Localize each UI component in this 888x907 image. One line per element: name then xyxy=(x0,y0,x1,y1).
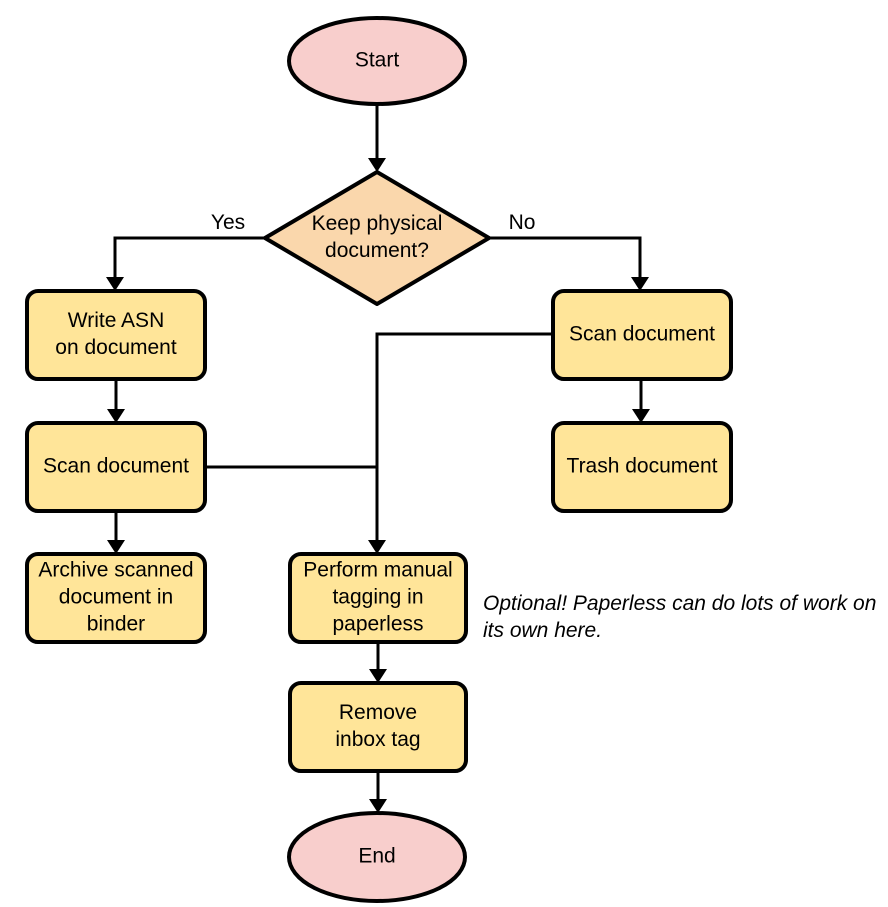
edge-scan-right-to-manual-tagging xyxy=(368,332,553,554)
annotations-layer: Optional! Paperless can do lots of work … xyxy=(483,592,876,642)
node-label-line: Scan document xyxy=(569,323,715,346)
edge-path xyxy=(490,236,642,284)
node-end[interactable]: End xyxy=(287,811,467,903)
edge-arrowhead xyxy=(107,540,125,554)
edge-scan-left-to-archive xyxy=(107,511,125,554)
node-label-line: paperless xyxy=(332,613,423,636)
edge-start-to-decision xyxy=(368,104,386,172)
edge-arrowhead xyxy=(368,540,386,554)
decision-diamond xyxy=(263,170,491,306)
edge-decision-yes-to-write-asn: Yes xyxy=(106,211,265,291)
node-start[interactable]: Start xyxy=(287,16,467,106)
edge-decision-no-to-scan-right: No xyxy=(490,211,649,291)
process-rect xyxy=(551,421,733,513)
edge-write-asn-to-scan-left xyxy=(107,379,125,423)
annotation-line: its own here. xyxy=(483,619,602,642)
edge-label-decision-no-to-scan-right: No xyxy=(509,211,536,234)
node-label-line: on document xyxy=(55,336,177,359)
edge-arrowhead xyxy=(369,799,387,813)
node-label-line: Trash document xyxy=(567,455,718,478)
annotation-optional-note: Optional! Paperless can do lots of work … xyxy=(483,592,876,642)
process-rect xyxy=(551,289,733,381)
edge-arrowhead xyxy=(369,669,387,683)
edge-arrowhead xyxy=(106,277,124,291)
edges-layer: Yes No xyxy=(106,104,650,813)
edge-remove-inbox-to-end xyxy=(369,771,387,813)
process-rect xyxy=(25,289,207,381)
node-label-line: Archive scanned xyxy=(38,559,193,582)
node-label-line: Write ASN xyxy=(68,309,164,332)
node-scan-document-right[interactable]: Scan document xyxy=(551,289,733,381)
node-label-line: document in xyxy=(59,586,173,609)
node-manual-tagging[interactable]: Perform manual tagging in paperless xyxy=(288,552,468,644)
node-remove-inbox-tag[interactable]: Remove inbox tag xyxy=(288,681,468,773)
node-label-line: Start xyxy=(355,49,400,72)
node-label-line: inbox tag xyxy=(335,728,420,751)
node-label-line: End xyxy=(358,845,395,868)
edge-path xyxy=(113,236,265,284)
node-label-line: binder xyxy=(87,613,145,636)
node-decision-keep-physical[interactable]: Keep physical document? xyxy=(263,170,491,306)
process-rect xyxy=(288,681,468,773)
edge-arrowhead xyxy=(632,409,650,423)
process-rect xyxy=(25,552,207,644)
node-label-line: Keep physical xyxy=(312,212,443,235)
edge-arrowhead xyxy=(368,158,386,172)
process-rect xyxy=(288,552,468,644)
node-label-line: Remove xyxy=(339,701,417,724)
node-label-line: tagging in xyxy=(332,586,423,609)
node-trash-document[interactable]: Trash document xyxy=(551,421,733,513)
edge-arrowhead xyxy=(631,277,649,291)
annotation-line: Optional! Paperless can do lots of work … xyxy=(483,592,876,615)
edge-arrowhead xyxy=(107,409,125,423)
process-rect xyxy=(25,421,207,513)
edge-path xyxy=(375,332,553,547)
node-label-line: Perform manual xyxy=(303,559,452,582)
node-label-line: document? xyxy=(325,239,429,262)
node-archive-binder[interactable]: Archive scanned document in binder xyxy=(25,552,207,644)
edge-scan-right-to-trash xyxy=(632,379,650,423)
node-scan-document-left[interactable]: Scan document xyxy=(25,421,207,513)
edge-manual-tagging-to-remove-inbox xyxy=(369,642,387,683)
node-write-asn[interactable]: Write ASN on document xyxy=(25,289,207,381)
terminator-ellipse xyxy=(287,811,467,903)
node-label-line: Scan document xyxy=(43,455,189,478)
terminator-ellipse xyxy=(287,16,467,106)
edge-label-decision-yes-to-write-asn: Yes xyxy=(211,211,245,234)
